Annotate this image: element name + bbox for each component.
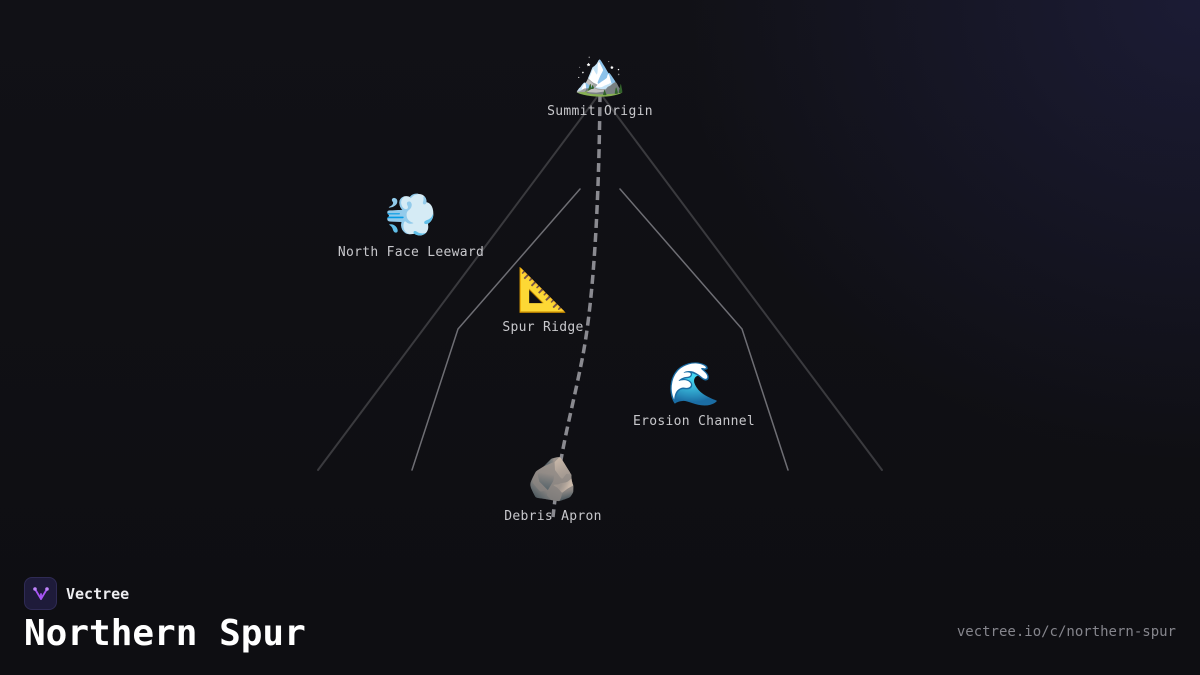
- node-summit-origin[interactable]: 🏔️ Summit Origin: [547, 49, 653, 120]
- page-url[interactable]: vectree.io/c/northern-spur: [956, 624, 1176, 640]
- page-title: Northern Spur: [24, 613, 306, 654]
- node-label: Spur Ridge: [502, 320, 584, 335]
- brand[interactable]: Vectree: [24, 577, 129, 610]
- water-wave-icon: 🌊: [667, 359, 721, 408]
- rock-icon: 🪨: [526, 454, 580, 503]
- outer-branch-right: [599, 92, 883, 471]
- inner-branch-left: [411, 188, 581, 471]
- node-label: Erosion Channel: [633, 414, 755, 429]
- node-debris-apron[interactable]: 🪨 Debris Apron: [504, 454, 602, 525]
- node-north-face-leeward[interactable]: 💨 North Face Leeward: [337, 190, 485, 261]
- vectree-logo-icon: [24, 577, 57, 610]
- node-label: Summit Origin: [547, 104, 653, 119]
- outer-branch-left: [317, 92, 601, 471]
- node-spur-ridge[interactable]: 📐 Spur Ridge: [502, 265, 584, 336]
- triangular-ruler-icon: 📐: [516, 265, 570, 314]
- snow-capped-mountain-icon: 🏔️: [573, 49, 627, 98]
- node-erosion-channel[interactable]: 🌊 Erosion Channel: [633, 359, 755, 430]
- node-label: Debris Apron: [504, 509, 602, 524]
- node-label: North Face Leeward: [337, 245, 485, 260]
- brand-name: Vectree: [66, 584, 130, 603]
- main-dashed-path: [551, 92, 602, 518]
- wind-gust-icon: 💨: [384, 190, 438, 239]
- inner-branch-right: [619, 188, 789, 471]
